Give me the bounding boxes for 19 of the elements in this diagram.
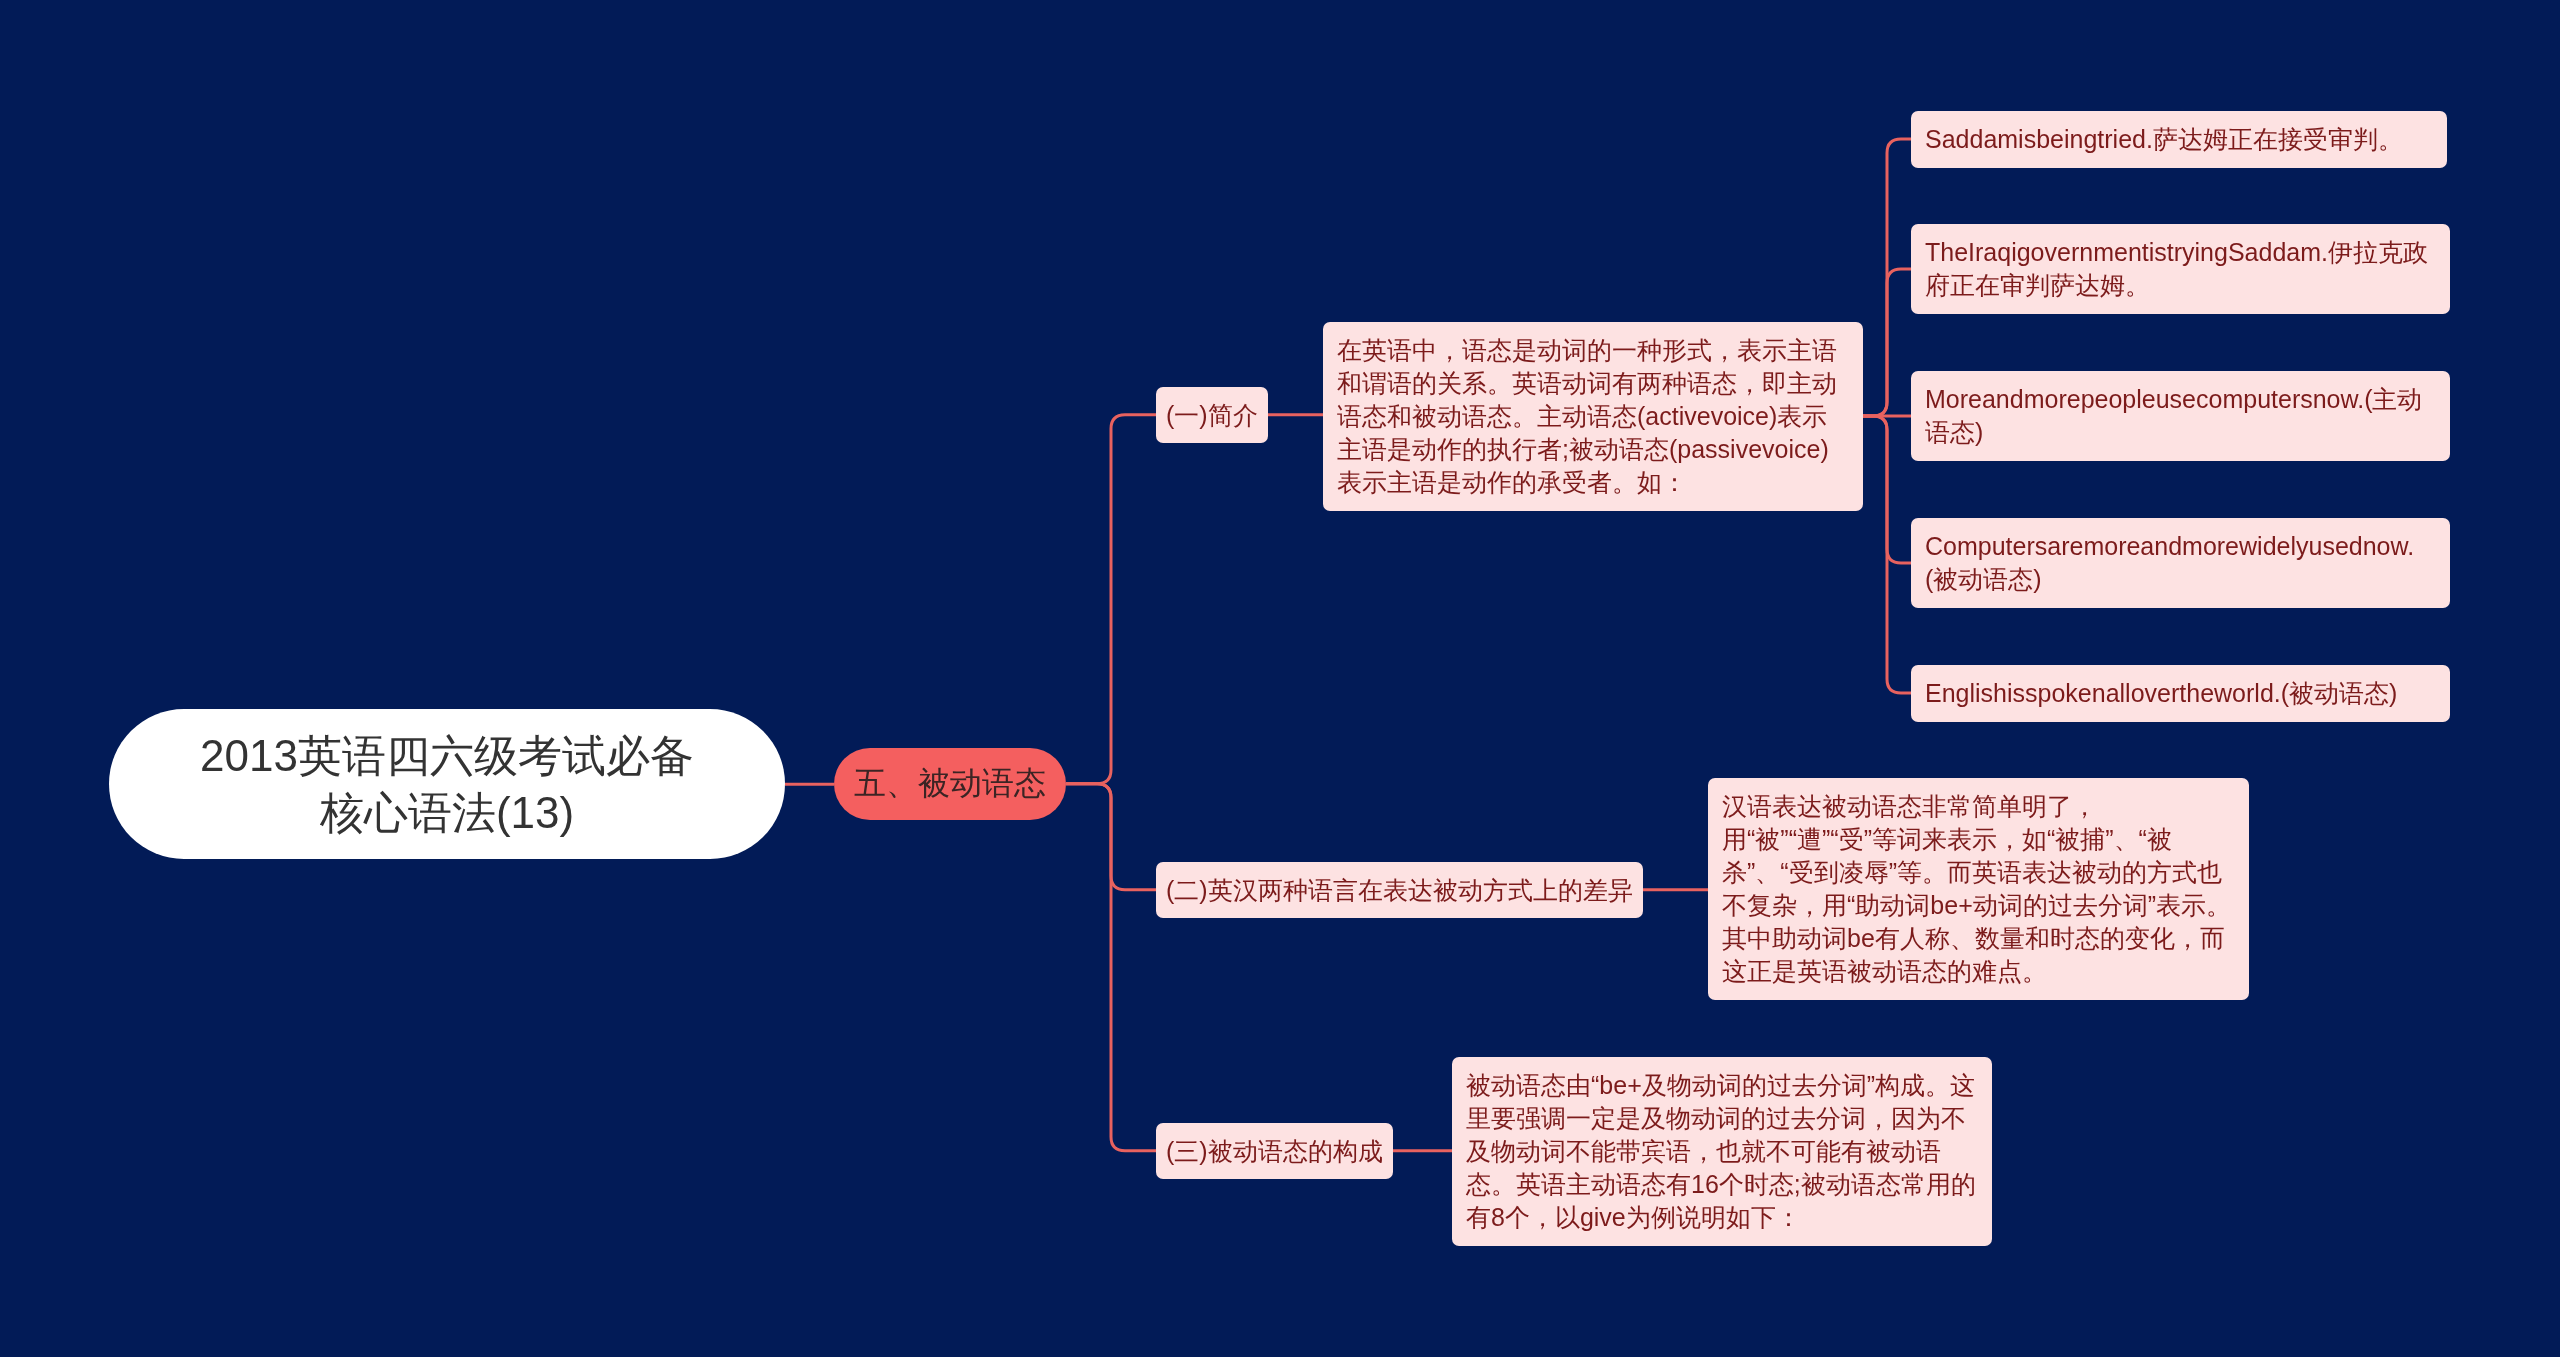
- central-topic: 2013英语四六级考试必备核心语法(13): [109, 709, 785, 860]
- subtopic-box: (二)英汉两种语言在表达被动方式上的差异: [1156, 861, 1643, 918]
- note-box: 在英语中，语态是动词的一种形式，表示主语和谓语的关系。英语动词有两种语态，即主动语态和被动语态。主动语态(activevoice)表示主语是动作的执行者;被动语态(passivevoice)表示主语是动作的承受者。如：: [1323, 321, 1863, 511]
- note-box: Moreandmorepeopleusecomputersnow.(主动语态): [1911, 371, 2450, 461]
- note-box: Computersaremoreandmorewidelyusednow.(被动语态): [1911, 518, 2450, 608]
- note-box: 汉语表达被动语态非常简单明了，用“被”“遭”“受”等词来表示，如“被捕”、“被杀”、“受到凌辱”等。而英语表达被动的方式也不复杂，用“助动词be+动词的过去分词”表示。其中助动词be有人称、数量和时态的变化，而这正是英语被动语态的难点。: [1708, 778, 2249, 1000]
- main-topic: 五、被动语态: [834, 748, 1066, 820]
- connector-line: [1267, 413, 1323, 417]
- note-box: Englishisspokenallovertheworld.(被动语态): [1911, 664, 2450, 722]
- subtopic-box: (一)简介: [1156, 386, 1268, 443]
- connector-line: [1066, 782, 1156, 1153]
- connector-line: [1392, 1149, 1452, 1153]
- note-box: 被动语态由“be+及物动词的过去分词”构成。这里要强调一定是及物动词的过去分词，因为不及物动词不能带宾语，也就不可能有被动语态。英语主动语态有16个时态;被动语态常用的有8个，以give为例说明如下：: [1452, 1056, 1992, 1246]
- note-box: Saddamisbeingtried.萨达姆正在接受审判。: [1911, 110, 2447, 168]
- connector-line: [1863, 414, 1911, 695]
- subtopic-box: (三)被动语态的构成: [1156, 1122, 1393, 1179]
- connector-line: [1642, 888, 1708, 892]
- note-box: TheIraqigovernmentistryingSaddam.伊拉克政府正在审判萨达姆。: [1911, 224, 2450, 314]
- connector-line: [785, 782, 834, 786]
